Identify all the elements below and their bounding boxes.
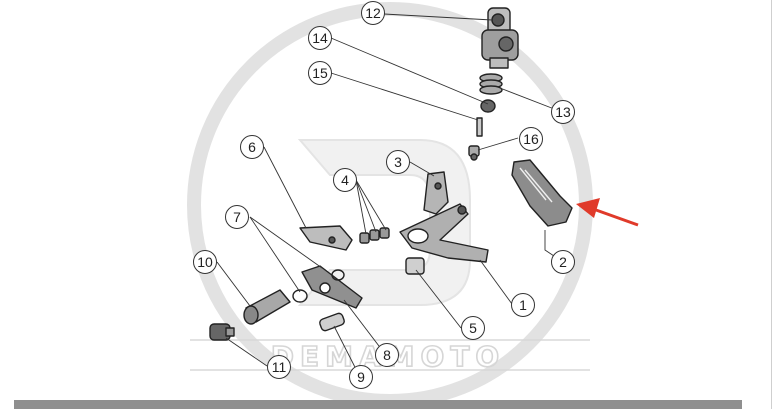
callout-9: 9 [349, 365, 373, 389]
callout-15: 15 [308, 61, 332, 85]
callout-3-label: 3 [394, 154, 402, 170]
part-12-drawing [481, 7, 519, 69]
parts-drawing [209, 7, 573, 341]
callout-2-label: 2 [559, 254, 567, 270]
callout-12-label: 12 [365, 5, 381, 21]
callout-8: 8 [375, 343, 399, 367]
bottom-scroll-bar[interactable] [14, 400, 742, 409]
callout-4-label: 4 [341, 172, 349, 188]
part-16-drawing [468, 145, 480, 161]
callout-16: 16 [519, 127, 543, 151]
callout-10-label: 10 [197, 254, 213, 270]
callout-1-label: 1 [519, 297, 527, 313]
part-15-drawing [476, 117, 483, 137]
callout-16-label: 16 [523, 131, 539, 147]
highlight-arrow [576, 198, 639, 227]
callout-8-label: 8 [383, 347, 391, 363]
callout-3: 3 [386, 150, 410, 174]
callout-7-label: 7 [233, 209, 241, 225]
callout-14: 14 [308, 26, 332, 50]
callout-6-label: 6 [248, 139, 256, 155]
callout-7: 7 [225, 205, 249, 229]
callout-11: 11 [267, 355, 291, 379]
right-border [771, 0, 772, 409]
callout-6: 6 [240, 135, 264, 159]
part-9-drawing [319, 312, 345, 332]
callout-10: 10 [193, 250, 217, 274]
part-11-drawing [209, 323, 235, 341]
callout-1: 1 [511, 293, 535, 317]
callout-14-label: 14 [312, 30, 328, 46]
callout-9-label: 9 [357, 369, 365, 385]
part-2-drawing [511, 159, 573, 227]
part-3-drawing [423, 171, 449, 215]
leader-lines [216, 13, 564, 378]
part-10-drawing [243, 289, 291, 325]
part-5-drawing [405, 257, 425, 275]
callout-5: 5 [461, 316, 485, 340]
callout-11-label: 11 [272, 359, 287, 375]
callout-4: 4 [333, 168, 357, 192]
callout-13-label: 13 [555, 104, 571, 120]
callout-12: 12 [361, 1, 385, 25]
part-4-drawing [359, 227, 390, 244]
part-7-drawing [292, 289, 308, 303]
callout-2: 2 [551, 250, 575, 274]
callout-15-label: 15 [312, 65, 328, 81]
callout-13: 13 [551, 100, 575, 124]
part-8-drawing [301, 265, 363, 309]
part-1-drawing [399, 203, 489, 263]
callout-5-label: 5 [469, 320, 477, 336]
part-6-drawing [299, 225, 353, 251]
part-13-drawing [479, 73, 503, 95]
